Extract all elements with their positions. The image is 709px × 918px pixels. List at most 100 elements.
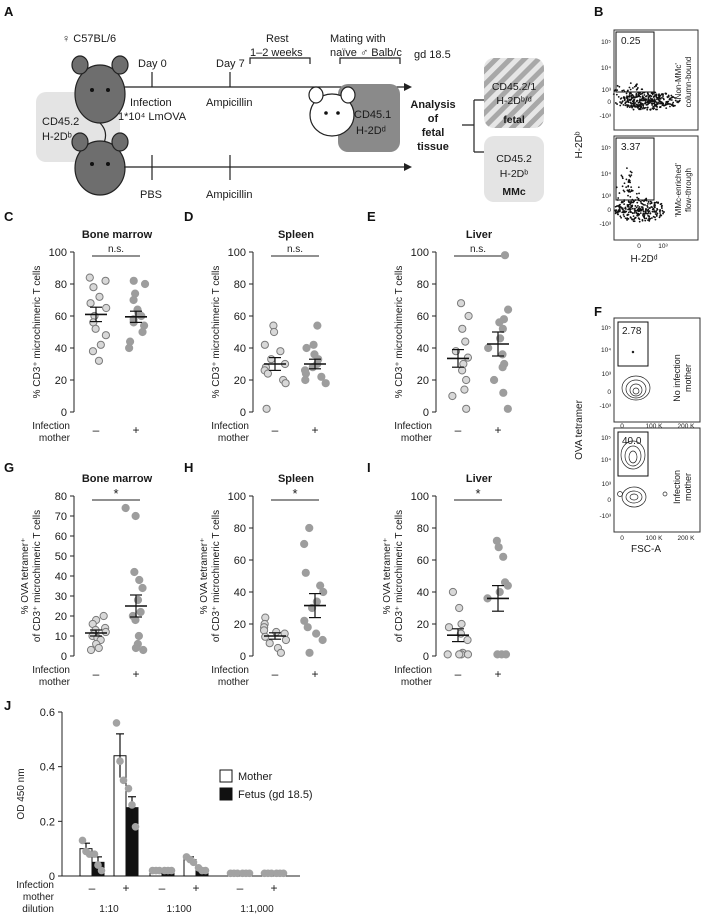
f-bot-xtick-1: 100 K (646, 535, 664, 542)
panel-b-bottom-gate-value: 3.37 (621, 142, 641, 153)
flow-event (638, 206, 641, 208)
b-bot-ytick-3: 0 (607, 207, 611, 214)
flow-event (661, 204, 663, 207)
flow-event (635, 88, 638, 91)
f-bot-ytick-4: -10³ (599, 513, 611, 520)
data-point (462, 404, 471, 413)
flow-event (619, 203, 621, 206)
flow-event (628, 174, 631, 177)
data-point (312, 597, 321, 606)
flow-event (653, 102, 656, 105)
y-tick-label: 80 (55, 279, 67, 291)
flow-event (652, 105, 655, 108)
y-tick-label: 20 (55, 375, 67, 387)
x-row-label-1: Infection (32, 421, 70, 432)
data-point (489, 375, 499, 385)
data-point (121, 503, 130, 513)
flow-event (647, 100, 649, 103)
y-axis-label-line2: of CD3⁺ microchimeric T cells (211, 510, 222, 642)
panel-f-top-side-1: No infection (672, 354, 682, 402)
f-bot-xtick-2: 200 K (678, 535, 696, 542)
flow-event (615, 93, 618, 96)
flow-event (625, 178, 628, 181)
y-axis-label-line2: of CD3⁺ microchimeric T cells (394, 510, 405, 642)
data-point (462, 375, 471, 385)
data-point (501, 650, 511, 659)
flow-event (665, 107, 668, 110)
flow-event (614, 205, 617, 208)
flow-event (616, 89, 619, 92)
flow-event (638, 101, 641, 104)
flow-event (648, 215, 651, 218)
flow-event (641, 99, 644, 102)
flow-event (627, 190, 630, 193)
flow-event (674, 99, 677, 102)
flow-event (653, 201, 656, 204)
panel-f-ylabel: OVA tetramer (574, 399, 585, 460)
x-row-label-1: Infection (211, 421, 249, 432)
analysis-line2: of (428, 113, 439, 125)
flow-event (644, 204, 646, 206)
data-point (135, 575, 144, 585)
flow-event (622, 211, 625, 214)
flow-panel-f: OVA tetramer FSC-A 2.78 40.0 No infectio… (574, 317, 701, 555)
flow-event (653, 206, 656, 209)
data-point (95, 292, 104, 301)
y-tick-label: 40 (55, 571, 67, 583)
flow-event (637, 204, 639, 207)
flow-event (641, 96, 644, 98)
analysis-line1: Analysis (410, 99, 455, 111)
data-point (260, 340, 269, 349)
b-top-ytick-1: 10⁴ (601, 65, 611, 72)
flow-event (630, 200, 633, 203)
data-point (305, 648, 314, 657)
flow-event (630, 217, 632, 219)
x-category-plus: + (494, 667, 501, 681)
flow-event (662, 102, 665, 105)
flow-event (620, 216, 623, 219)
panel-b-top-events (612, 82, 681, 111)
j-x-row-label-2: mother (23, 892, 55, 903)
mmc-box-line1: CD45.2 (496, 153, 532, 165)
j-dilution-value: 1:100 (166, 904, 191, 915)
data-point (85, 273, 94, 282)
flow-event (667, 100, 670, 103)
f-bot-ytick-3: 0 (607, 497, 611, 504)
flow-event (620, 101, 623, 104)
y-tick-label: 20 (234, 619, 246, 631)
y-tick-label: 80 (417, 279, 429, 291)
flow-event (620, 174, 623, 177)
flow-event (662, 95, 664, 98)
replicate-point (124, 784, 133, 793)
flow-event (630, 204, 633, 207)
flow-event (632, 215, 635, 217)
flow-event (643, 200, 645, 203)
panel-f-top-gate-value: 2.78 (622, 326, 642, 337)
flow-event (642, 210, 645, 213)
f-top-ytick-1: 10⁴ (601, 347, 611, 354)
data-point (301, 375, 310, 385)
flow-event (637, 217, 640, 220)
flow-event (656, 106, 658, 108)
y-tick-label: 80 (234, 523, 246, 535)
flow-event (623, 190, 626, 193)
j-x-row-label-1: Infection (16, 880, 54, 891)
b-bot-ytick-4: -10³ (599, 221, 611, 228)
data-point (316, 581, 325, 590)
x-category-minus: – (455, 423, 462, 437)
flow-event (627, 211, 630, 214)
flow-event (618, 192, 621, 194)
flow-event (630, 190, 633, 193)
y-tick-label: 0 (61, 407, 67, 419)
recipient-line2: H-2Dᵈ (356, 125, 386, 137)
y-tick-label: 60 (234, 311, 246, 323)
data-point (500, 251, 510, 260)
data-point (281, 635, 291, 645)
flow-event (630, 174, 633, 177)
panel-f-bottom-contour (617, 440, 668, 508)
y-tick-label: 60 (234, 555, 246, 567)
